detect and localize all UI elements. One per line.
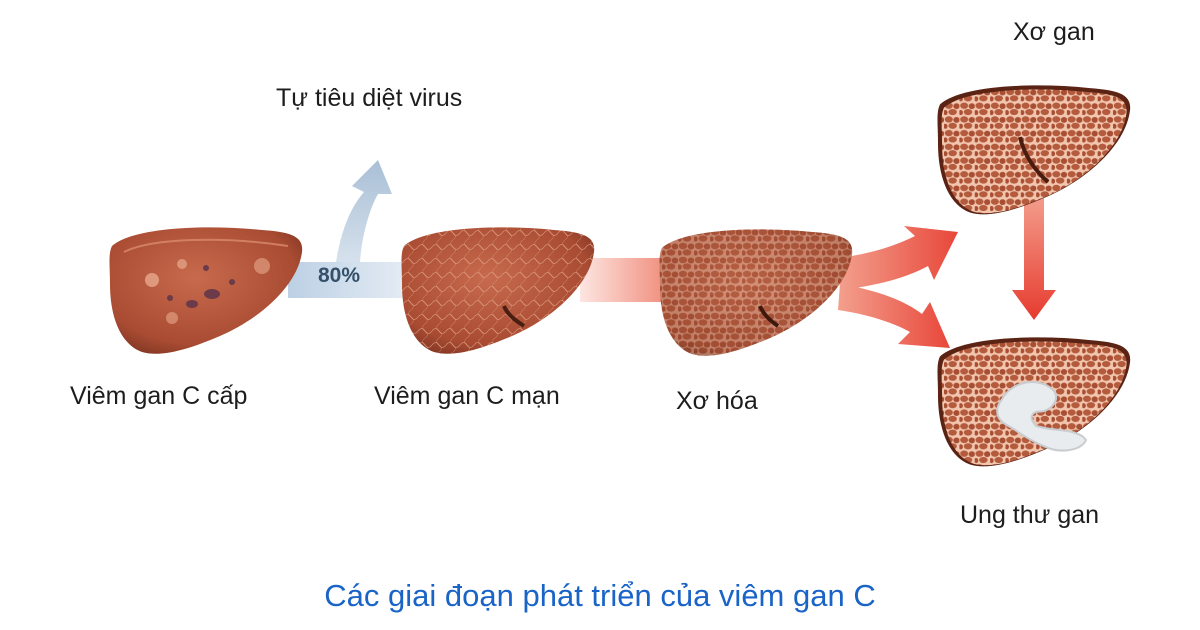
stage-label-fibrosis: Xơ hóa [676,387,758,415]
liver-cancer [937,337,1131,467]
diagram-caption: Các giai đoạn phát triển của viêm gan C [324,578,876,613]
arrow-chronic-to-fibrosis [580,258,670,302]
self-clearance-label: Tự tiêu diệt virus [276,84,463,112]
stage-label-cirrhosis: Xơ gan [1013,18,1095,46]
arrow-fibrosis-to-cirrhosis [838,226,958,290]
arrow-fibrosis-to-cancer [838,284,950,348]
tumor-mass [996,381,1088,452]
stage-label-acute: Viêm gan C cấp [70,382,248,410]
arrow-cirrhosis-to-cancer [1012,192,1056,320]
self-clearance-percent: 80% [318,264,361,287]
stage-label-cancer: Ung thư gan [960,501,1100,529]
liver-cirrhosis [937,85,1131,215]
arrow-acute-to-chronic [288,262,420,298]
stage-label-chronic: Viêm gan C mạn [374,382,560,410]
liver-acute-hepatitis [109,227,303,354]
liver-fibrosis [659,229,853,356]
arrow-self-clearance [336,160,392,262]
liver-chronic-hepatitis [401,227,595,354]
